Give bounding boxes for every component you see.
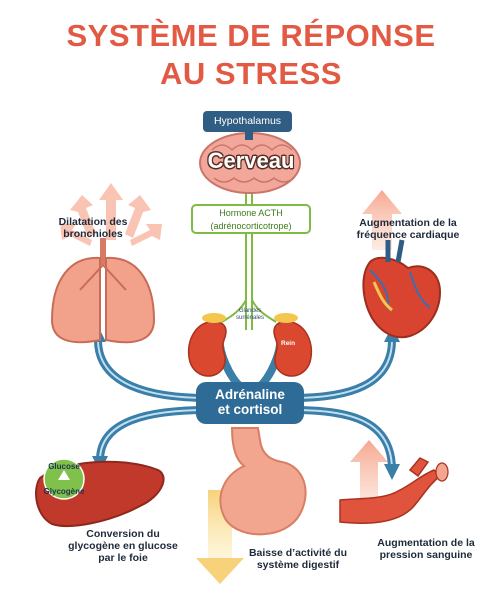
pressure-increase-arrow: [350, 440, 388, 510]
dilation-arrows: [60, 183, 162, 246]
pressure-line1: Augmentation de la: [377, 537, 475, 549]
heart-illustration: [362, 239, 442, 339]
pressure-effect-label: Augmentation de la pression sanguine: [356, 537, 496, 561]
liver-line3: par le foie: [98, 552, 148, 564]
lungs-illustration: [50, 238, 156, 344]
kidneys-illustration: [187, 313, 313, 377]
acth-line1: Hormone ACTH: [219, 208, 283, 218]
liver-illustration: [35, 458, 165, 527]
liver-line2: glycogène en glucose: [68, 540, 178, 552]
heart-increase-arrow: [362, 190, 402, 250]
digestion-line2: système digestif: [256, 559, 340, 571]
heart-line1: Augmentation de la: [359, 217, 457, 229]
hub-line2: et cortisol: [217, 402, 283, 417]
hormone-pathways-highlight: [97, 339, 393, 471]
page-title-line2: AU STRESS: [160, 56, 342, 91]
acth-label: Hormone ACTH (adrénocorticotrope): [191, 204, 311, 234]
brain-label: Cerveau: [207, 148, 295, 173]
brain-illustration: [199, 132, 301, 194]
hub-line1: Adrénaline: [215, 387, 285, 402]
hub-label: Adrénaline et cortisol: [195, 387, 305, 417]
kidney-label: Rein: [281, 340, 296, 347]
adrenal-line2: surrénales: [235, 315, 264, 321]
glycogen-label: Glycogène: [43, 487, 85, 496]
digestion-effect-label: Baisse d’activité du système digestif: [238, 547, 358, 571]
adrenal-line1: Glandes: [238, 308, 262, 314]
acth-line2: (adrénocorticotrope): [210, 221, 292, 231]
stomach-illustration: [219, 427, 307, 536]
heart-line2: fréquence cardiaque: [356, 229, 460, 241]
pressure-line2: pression sanguine: [379, 549, 473, 561]
digestion-line1: Baisse d’activité du: [248, 547, 348, 559]
page-title-line1: SYSTÈME DE RÉPONSE: [66, 18, 436, 53]
liver-line1: Conversion du: [86, 528, 160, 540]
hub-box: [196, 382, 304, 424]
hypothalamus-label: Hypothalamus: [203, 111, 292, 132]
blood-vessel-illustration: [339, 457, 449, 524]
heart-effect-label: Augmentation de la fréquence cardiaque: [328, 217, 488, 241]
bronchi-line2: bronchioles: [63, 228, 123, 240]
glucose-label: Glucose: [48, 462, 80, 471]
adrenal-glands-label: Glandes surrénales: [225, 308, 275, 322]
bronchi-effect-label: Dilatation des bronchioles: [40, 216, 146, 240]
bronchi-line1: Dilatation des: [58, 216, 128, 228]
liver-effect-label: Conversion du glycogène en glucose par l…: [58, 528, 188, 564]
